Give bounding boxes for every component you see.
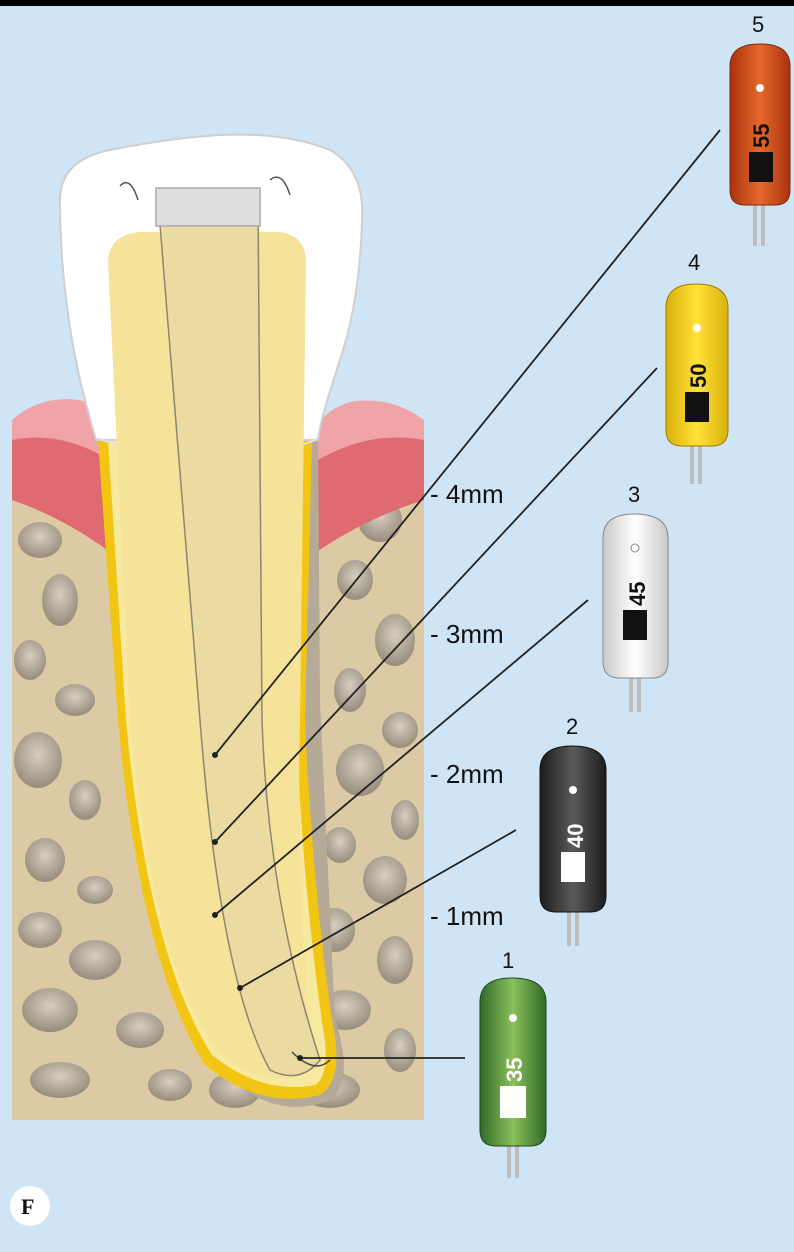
depth-mark-4mm: - 4mm <box>430 479 504 509</box>
file-handle-5: 5 55 <box>730 12 790 246</box>
file-size-55: 55 <box>749 124 774 148</box>
file-size-50: 50 <box>686 364 711 388</box>
file-handle-1: 1 35 <box>480 948 546 1178</box>
file-handle-4: 4 50 <box>666 250 728 484</box>
panel-letter: F <box>21 1194 34 1219</box>
depth-scale: - 4mm - 3mm - 2mm - 1mm <box>430 479 504 931</box>
file-step-4: 4 <box>688 250 700 275</box>
file-size-40: 40 <box>563 824 588 848</box>
file-handle-3: 3 45 <box>603 482 668 712</box>
file-size-45: 45 <box>625 582 650 606</box>
file-step-3: 3 <box>628 482 640 507</box>
file-size-35: 35 <box>502 1058 527 1082</box>
depth-mark-2mm: - 2mm <box>430 759 504 789</box>
file-step-1: 1 <box>502 948 514 973</box>
file-step-2: 2 <box>566 714 578 739</box>
depth-mark-1mm: - 1mm <box>430 901 504 931</box>
file-handle-2: 2 40 <box>540 714 606 946</box>
panel-label: F <box>10 1186 50 1226</box>
depth-mark-3mm: - 3mm <box>430 619 504 649</box>
file-step-5: 5 <box>752 12 764 37</box>
